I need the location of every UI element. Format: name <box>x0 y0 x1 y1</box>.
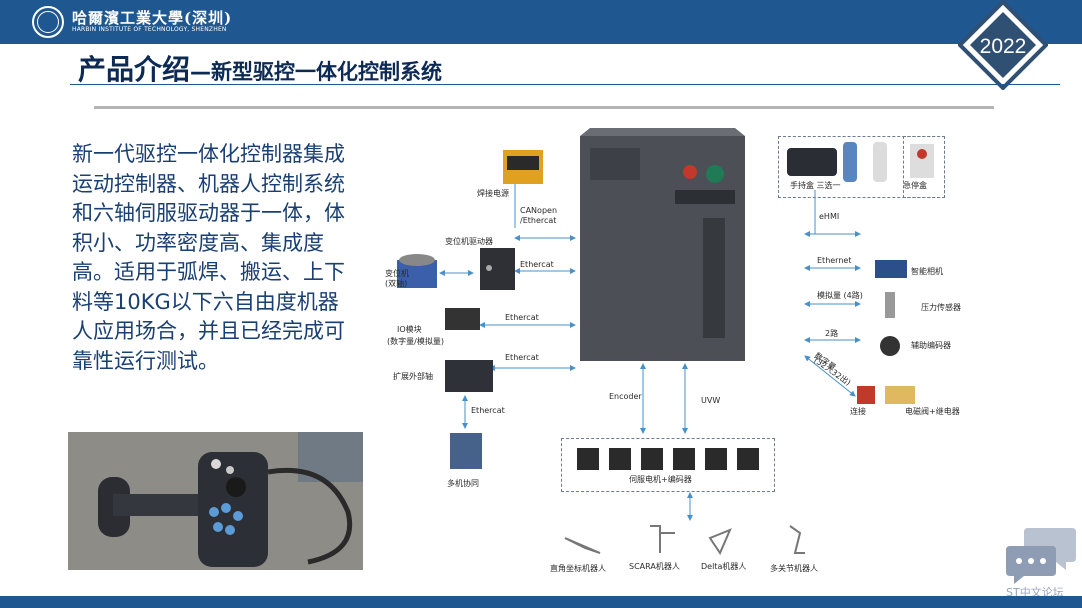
servo-motor-icons <box>577 448 759 470</box>
label-ethercat-4: Ethercat <box>471 406 505 415</box>
chat-bubble-icon <box>1006 528 1076 584</box>
label-welding-power: 焊接电源 <box>477 189 509 198</box>
description-paragraph: 新一代驱控一体化控制器集成运动控制器、机器人控制系统和六轴伺服驱动器于一体，体积… <box>72 142 345 373</box>
label-smart-camera: 智能相机 <box>911 267 943 276</box>
aux-encoder-icon <box>880 336 900 356</box>
university-logo: 哈爾濱工業大學(深圳) HARBIN INSTITUTE OF TECHNOLO… <box>32 6 232 38</box>
header-bar <box>0 0 1082 44</box>
footer-bar <box>0 596 1082 608</box>
watermark-text: ST中文论坛 <box>1006 586 1064 599</box>
label-ethernet: Ethernet <box>817 256 852 265</box>
label-servo: 伺服电机+编码器 <box>629 475 692 484</box>
label-pendant: 手持盒 三选一 <box>790 181 841 190</box>
servo-group-box <box>561 438 775 492</box>
welding-power-icon <box>503 150 543 184</box>
label-io-module: IO模块 <box>397 325 422 334</box>
label-scara: SCARA机器人 <box>629 562 680 571</box>
page-title: 产品介绍—新型驱控一体化控制系统 <box>78 48 442 88</box>
controller-box-icon <box>580 128 745 361</box>
label-ethercat-2: Ethercat <box>505 313 539 322</box>
label-encoder: Encoder <box>609 392 642 401</box>
label-valve-relay: 电磁阀+继电器 <box>905 407 960 416</box>
pressure-sensor-icon <box>885 292 895 318</box>
label-uvw: UVW <box>701 396 721 405</box>
pendant-photo <box>68 432 363 570</box>
year-diamond-icon: 2022 <box>958 0 1048 90</box>
label-analog: 模拟量 (4路) <box>817 291 863 300</box>
label-aux-encoder: 辅助编码器 <box>911 341 951 350</box>
label-cartesian: 直角坐标机器人 <box>550 564 606 573</box>
label-articulated: 多关节机器人 <box>770 564 818 573</box>
title-main: 产品介绍 <box>78 53 191 86</box>
estop-box <box>903 136 945 198</box>
label-ext-axis: 扩展外部轴 <box>393 372 433 381</box>
label-pressure-sensor: 压力传感器 <box>921 303 961 312</box>
label-ethercat-slash: /Ethercat <box>520 216 557 225</box>
system-diagram: 焊接电源 CANopen /Ethercat 变位机驱动器 Ethercat 变… <box>385 128 995 588</box>
robot-icons <box>564 525 805 556</box>
label-ethercat-1: Ethercat <box>520 260 554 269</box>
divider <box>94 106 994 109</box>
label-canopen: CANopen <box>520 206 558 215</box>
university-name-cn: 哈爾濱工業大學(深圳) <box>72 9 233 27</box>
university-seal-icon <box>32 6 64 38</box>
smart-camera-icon <box>875 260 907 278</box>
label-io-sub: (数字量/模拟量) <box>387 337 444 346</box>
label-solenoid: 连接 <box>850 407 866 416</box>
pendant-icon <box>787 142 887 182</box>
ext-axis-icon <box>445 360 493 392</box>
estop-icon <box>910 144 934 178</box>
label-ethercat-3: Ethercat <box>505 353 539 362</box>
university-name-en: HARBIN INSTITUTE OF TECHNOLOGY, SHENZHEN <box>72 26 227 33</box>
label-estop: 急停盒 <box>903 181 927 190</box>
positioner-icon <box>397 254 437 288</box>
label-dual-axis: (双轴) <box>385 279 408 288</box>
label-multi-coop: 多机协同 <box>447 479 479 488</box>
label-delta: Delta机器人 <box>701 562 747 571</box>
label-positioner: 变位机 <box>385 269 409 278</box>
label-ehmi: eHMI <box>819 212 840 221</box>
title-sub: —新型驱控一体化控制系统 <box>190 60 443 84</box>
year-badge: 2022 <box>980 35 1027 58</box>
label-positioner-driver: 变位机驱动器 <box>445 237 493 246</box>
multi-coop-icon <box>450 433 482 469</box>
label-two-way: 2路 <box>825 329 839 338</box>
positioner-driver-icon <box>480 248 515 290</box>
io-module-icon <box>445 308 480 330</box>
solenoid-icon <box>857 386 915 404</box>
title-underline <box>70 84 1060 85</box>
